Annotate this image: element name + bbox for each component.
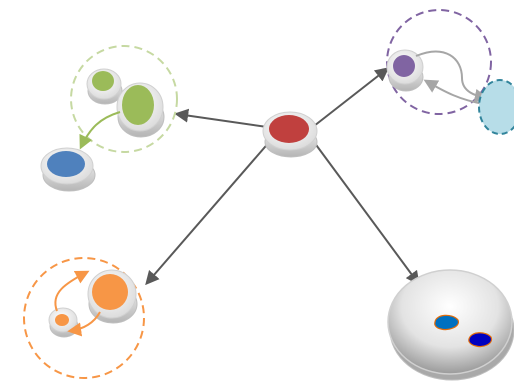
connector-to-orange-cluster — [145, 139, 272, 286]
central-node — [262, 111, 318, 158]
orange-arrow-down — [67, 311, 101, 337]
purple-cluster — [386, 9, 514, 135]
light-blue-node — [478, 79, 514, 135]
gray-arrow-back — [423, 79, 485, 105]
green-large-node — [116, 82, 165, 138]
connector-to-purple-cluster — [313, 67, 390, 127]
dish-spot-navy — [468, 332, 493, 348]
green-arrow — [79, 111, 121, 150]
blue-node — [40, 147, 96, 192]
green-cluster — [40, 45, 178, 192]
purple-node — [386, 49, 424, 92]
orange-large-node — [87, 269, 138, 324]
connector-to-green-cluster — [174, 108, 275, 129]
dish-node — [387, 269, 514, 381]
orange-cluster-ring — [23, 257, 145, 379]
gray-arrow-out — [415, 50, 489, 103]
orange-arrow-up — [54, 270, 90, 312]
connector-to-dish — [310, 137, 420, 286]
green-small-node — [86, 68, 123, 105]
purple-cluster-ring — [386, 9, 492, 115]
orange-cluster — [23, 257, 145, 379]
connectors — [145, 67, 420, 286]
green-cluster-ring — [70, 45, 178, 153]
dish-spot-blue — [434, 314, 460, 331]
orange-small-node — [48, 307, 79, 338]
